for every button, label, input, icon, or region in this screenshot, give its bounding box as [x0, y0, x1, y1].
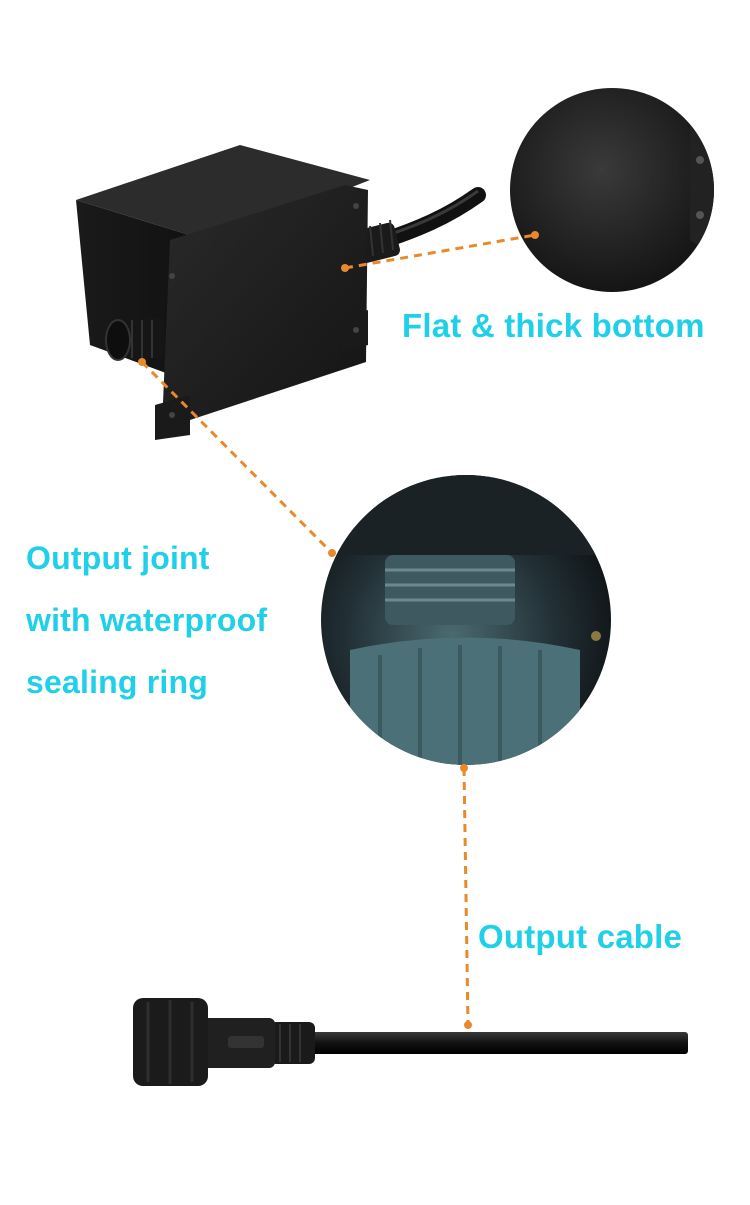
leader-lines: [140, 233, 536, 1026]
leader-dot-5: [460, 764, 468, 772]
callout-output-joint-line-1: Output joint: [26, 540, 210, 576]
callout-output-joint-line-3: sealing ring: [26, 664, 208, 700]
leader-line-joint: [140, 360, 334, 555]
transformer-box: [76, 145, 486, 440]
callout-flat-bottom: Flat & thick bottom: [402, 307, 705, 344]
leader-dot-2: [531, 231, 539, 239]
zoom-output-joint: [321, 475, 611, 765]
leader-dot-6: [464, 1021, 472, 1029]
callout-output-cable: Output cable: [478, 918, 683, 955]
leader-dot-3: [138, 358, 146, 366]
leader-line-cable: [462, 767, 470, 1026]
callout-output-joint: Output joint with waterproof sealing rin…: [26, 527, 267, 713]
leader-line-bottom: [344, 233, 536, 270]
output-cable: [133, 998, 688, 1086]
callout-output-joint-line-2: with waterproof: [26, 602, 268, 638]
output-joint-connector: [105, 318, 164, 361]
leader-dot-4: [328, 549, 336, 557]
zoom-flat-bottom: [510, 88, 714, 292]
leader-dot-1: [341, 264, 349, 272]
